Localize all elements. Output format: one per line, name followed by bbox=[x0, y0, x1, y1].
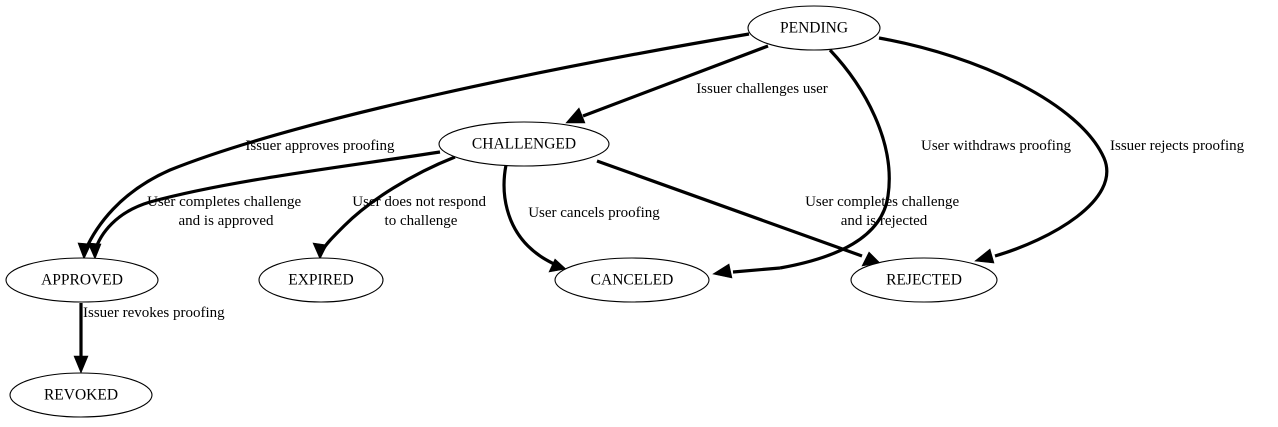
arrowhead-pending-rejected bbox=[974, 248, 995, 264]
arrowhead-challenged-approved bbox=[87, 242, 102, 260]
edge-path-pending-approved bbox=[83, 32, 750, 252]
edge-label-approved-revoked: Issuer revokes proofing bbox=[83, 305, 225, 321]
node-challenged[interactable]: CHALLENGED bbox=[438, 121, 610, 167]
node-approved[interactable]: APPROVED bbox=[5, 257, 159, 303]
edge-label-pending-challenged: Issuer challenges user bbox=[696, 81, 828, 97]
arrowhead-challenged-canceled bbox=[548, 258, 567, 273]
edge-path-challenged-canceled bbox=[502, 164, 557, 267]
arrowhead-approved-revoked bbox=[73, 355, 89, 374]
edge-path-pending-challenged bbox=[582, 44, 769, 118]
arrowhead-pending-canceled bbox=[712, 263, 733, 279]
arrowhead-challenged-expired bbox=[312, 242, 328, 260]
edge-pending-to-canceled: User withdraws proofing bbox=[712, 48, 1071, 279]
edge-label-challenged-canceled: User cancels proofing bbox=[528, 205, 660, 221]
edge-label-challenged-expired: User does not respond to challenge bbox=[352, 194, 489, 229]
node-revoked[interactable]: REVOKED bbox=[9, 372, 153, 418]
arrowhead-pending-approved bbox=[77, 242, 92, 260]
edge-approved-to-revoked: Issuer revokes proofing bbox=[73, 303, 225, 374]
node-expired-ellipse[interactable] bbox=[258, 257, 384, 303]
edge-pending-to-approved: Issuer approves proofing bbox=[77, 32, 750, 260]
edge-label-challenged-approved: User completes challenge and is approved bbox=[147, 194, 305, 229]
node-approved-ellipse[interactable] bbox=[5, 257, 159, 303]
edge-label-line: User does not respond bbox=[352, 194, 486, 210]
edge-label-pending-approved: Issuer approves proofing bbox=[245, 138, 395, 154]
edge-label-line: User completes challenge bbox=[147, 194, 301, 210]
edge-pending-to-challenged: Issuer challenges user bbox=[565, 44, 828, 124]
node-pending-ellipse[interactable] bbox=[747, 5, 881, 51]
node-revoked-label: REVOKED bbox=[44, 387, 118, 404]
edge-path-challenged-rejected bbox=[596, 159, 863, 258]
edge-challenged-to-expired: User does not respond to challenge bbox=[312, 155, 489, 260]
node-canceled[interactable]: CANCELED bbox=[554, 257, 710, 303]
edge-label-line: and is rejected bbox=[841, 213, 928, 229]
edge-path-pending-canceled-tail bbox=[732, 266, 781, 274]
edge-label-line: Issuer rejects proofing bbox=[1110, 138, 1245, 154]
node-challenged-ellipse[interactable] bbox=[438, 121, 610, 167]
edge-label-line: Issuer challenges user bbox=[696, 81, 828, 97]
node-canceled-label: CANCELED bbox=[591, 272, 674, 289]
edge-path-challenged-expired bbox=[320, 155, 456, 252]
edge-label-line: Issuer approves proofing bbox=[245, 138, 395, 154]
node-revoked-ellipse[interactable] bbox=[9, 372, 153, 418]
edge-label-challenged-rejected: User completes challenge and is rejected bbox=[805, 194, 963, 229]
edge-path-challenged-approved bbox=[93, 150, 441, 252]
node-rejected-label: REJECTED bbox=[886, 272, 962, 289]
edge-label-line: User cancels proofing bbox=[528, 205, 660, 221]
node-canceled-ellipse[interactable] bbox=[554, 257, 710, 303]
edge-path-pending-canceled bbox=[779, 48, 891, 270]
node-pending[interactable]: PENDING bbox=[747, 5, 881, 51]
node-rejected-ellipse[interactable] bbox=[850, 257, 998, 303]
edge-label-line: Issuer revokes proofing bbox=[83, 305, 225, 321]
edge-label-line: to challenge bbox=[385, 213, 458, 229]
edge-label-pending-canceled: User withdraws proofing bbox=[921, 138, 1071, 154]
edge-pending-to-rejected: Issuer rejects proofing bbox=[878, 36, 1245, 264]
edge-path-pending-rejected bbox=[878, 36, 1109, 258]
node-rejected[interactable]: REJECTED bbox=[850, 257, 998, 303]
node-expired-label: EXPIRED bbox=[288, 272, 353, 289]
node-pending-label: PENDING bbox=[780, 20, 848, 37]
arrowhead-pending-challenged bbox=[565, 107, 586, 124]
node-challenged-label: CHALLENGED bbox=[472, 136, 576, 153]
node-approved-label: APPROVED bbox=[41, 272, 123, 289]
edge-label-line: and is approved bbox=[179, 213, 274, 229]
edge-challenged-to-rejected: User completes challenge and is rejected bbox=[596, 159, 963, 267]
edge-label-pending-rejected: Issuer rejects proofing bbox=[1110, 138, 1245, 154]
edge-label-line: User withdraws proofing bbox=[921, 138, 1071, 154]
node-expired[interactable]: EXPIRED bbox=[258, 257, 384, 303]
edge-label-line: User completes challenge bbox=[805, 194, 959, 210]
edge-challenged-to-approved: User completes challenge and is approved bbox=[87, 150, 441, 260]
edge-challenged-to-canceled: User cancels proofing bbox=[502, 164, 660, 273]
